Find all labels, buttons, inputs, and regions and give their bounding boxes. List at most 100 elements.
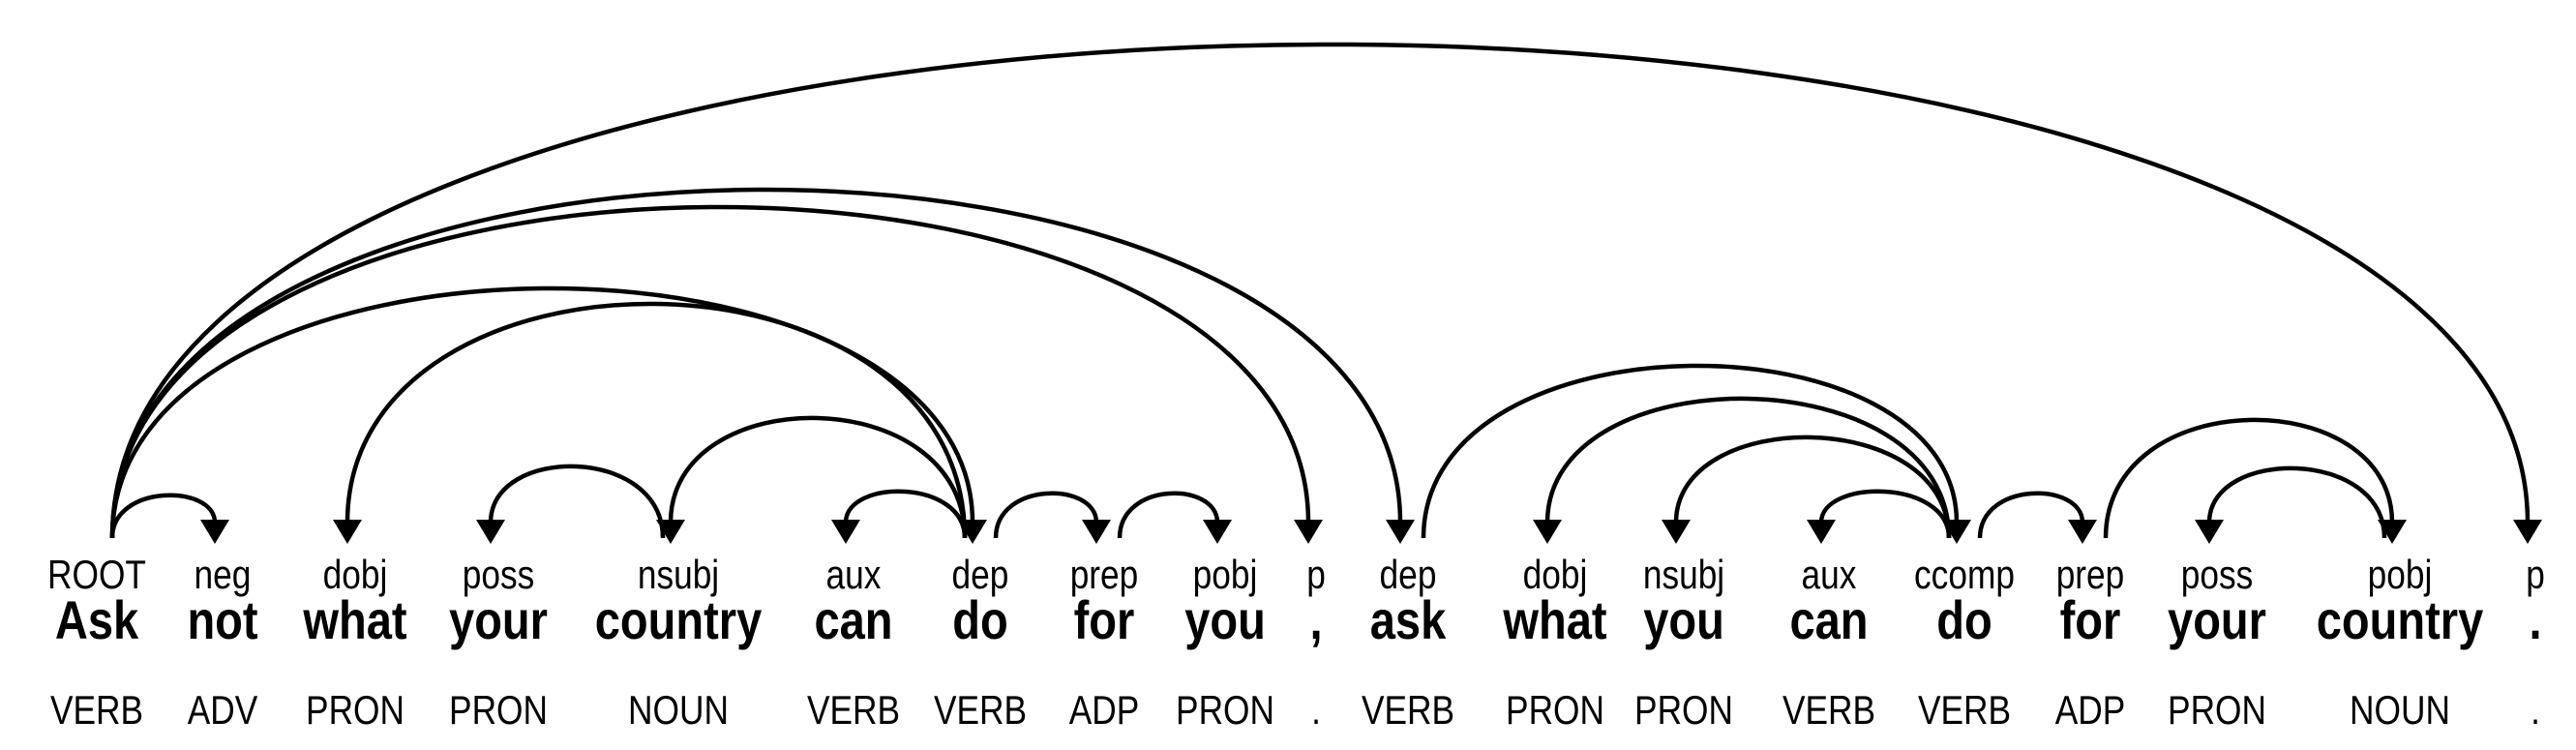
arc-curve [1544,396,1952,539]
dependency-label: dobj [323,552,388,597]
token-word: country [2317,589,2484,650]
dependency-label: aux [1802,552,1857,597]
token-word: can [1789,589,1868,650]
token-word: , [1309,589,1322,650]
token-word: you [1184,589,1266,650]
dependency-arc [333,301,968,544]
pos-tag: VERB [1918,687,2011,733]
dependency-arc [1807,489,1952,544]
arc-arrowhead-icon [656,520,685,544]
arc-curve [2103,417,2395,539]
pos-tag: VERB [1362,687,1454,733]
token-word: for [1074,589,1135,650]
dependency-arc [656,415,968,544]
dependency-arc [109,42,2542,544]
dependency-arc [1977,491,2097,544]
token-column: p.. [2526,552,2545,733]
dependency-arc [109,204,1323,544]
token-word: what [303,589,407,650]
token-word: your [449,589,548,650]
pos-tag: ADV [188,687,258,733]
token-word: not [187,589,257,650]
dependency-arc [993,491,1111,544]
arc-curve [488,464,666,539]
dependency-label: ccomp [1914,552,2015,597]
dependency-label: pobj [1193,552,1258,597]
token-word: can [814,589,892,650]
dependency-label: poss [2181,552,2254,597]
arc-curve [1977,491,2085,539]
arc-arrowhead-icon [2378,520,2407,544]
dependency-label: dobj [1523,552,1588,597]
arc-curve [993,491,1099,539]
pos-tag: PRON [1506,687,1604,733]
pos-tag: PRON [1634,687,1733,733]
arc-curve [109,42,2531,539]
arc-curve [843,489,968,539]
dependency-label: neg [195,552,252,597]
arc-curve [109,285,975,539]
dependency-label: aux [826,552,882,597]
pos-tag: PRON [449,687,548,733]
arc-arrowhead-icon [2195,520,2224,544]
arc-curve [1818,489,1952,539]
pos-tag: ADP [2055,687,2126,733]
dependency-label: nsubj [1643,552,1724,597]
dependency-arc [1117,491,1232,544]
pos-tag: VERB [934,687,1027,733]
dependency-arc [1421,363,1971,544]
arc-curve [109,187,1403,539]
arc-arrowhead-icon [1942,520,1971,544]
arc-arrowhead-icon [1082,520,1111,544]
arc-arrowhead-icon [200,520,229,544]
arc-curve [109,204,1311,539]
token-word: Ask [55,589,139,650]
pos-tag: ADP [1069,687,1140,733]
arc-arrowhead-icon [476,520,505,544]
arc-arrowhead-icon [333,520,362,544]
pos-tag: PRON [2168,687,2266,733]
arc-curve [2206,465,2387,539]
dependency-label: p [2526,552,2545,597]
dependency-arc [2195,465,2387,544]
pos-tag: VERB [1782,687,1875,733]
arc-curve [1421,363,1960,539]
arc-curve [668,415,968,539]
token-word: what [1503,589,1607,650]
arc-curve [344,301,968,539]
arc-arrowhead-icon [1203,520,1232,544]
token-word: do [1936,589,1992,650]
arc-arrowhead-icon [1386,520,1415,544]
token-word: ask [1370,589,1447,650]
dependency-label: nsubj [638,552,719,597]
dependency-arc [2103,417,2407,544]
arc-arrowhead-icon [2068,520,2097,544]
token-word: . [2529,589,2541,650]
arc-arrowhead-icon [1533,520,1562,544]
arc-arrowhead-icon [958,520,987,544]
arc-curve [109,493,218,539]
arc-arrowhead-icon [1662,520,1691,544]
dependency-arc [1662,435,1952,544]
token-column: p,. [1306,552,1326,733]
token-word: you [1643,589,1724,650]
dependency-label: poss [463,552,535,597]
dependency-label: prep [2056,552,2125,597]
pos-tag: NOUN [2350,687,2450,733]
